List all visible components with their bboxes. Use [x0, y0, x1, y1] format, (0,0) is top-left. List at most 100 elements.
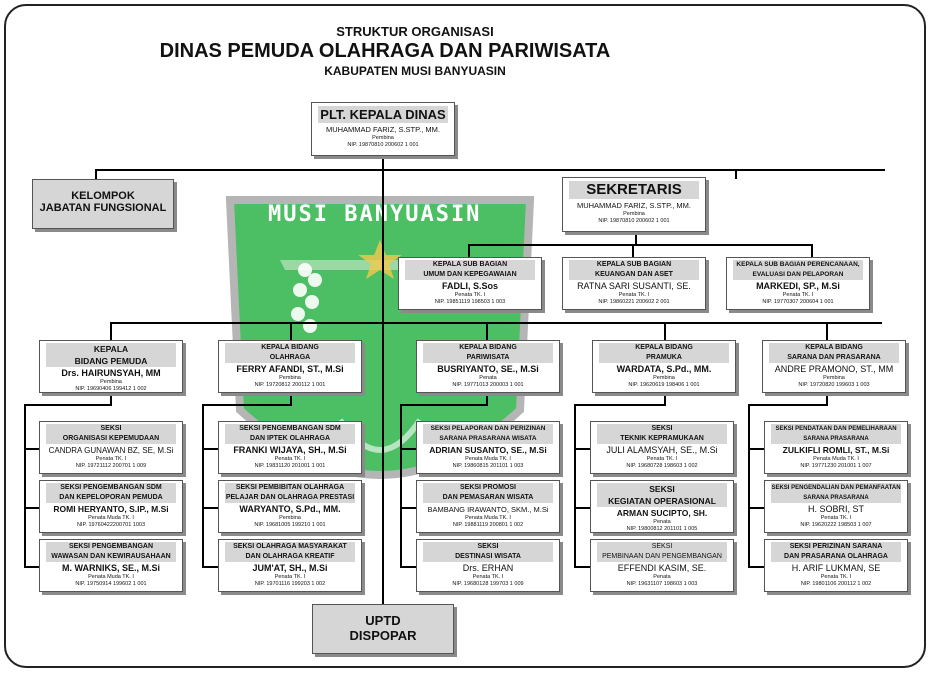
bidang-title: OLAHRAGA	[225, 353, 355, 363]
uptd-line2: DISPOPAR	[349, 628, 417, 643]
seksi-head-grade: Penata TK. I	[820, 515, 852, 521]
seksi-title: SEKSI	[597, 542, 727, 552]
seksi-head-nip: NIP. 19771230 201001 1 007	[800, 463, 872, 469]
seksi-head-name: JULI ALAMSYAH, SE., M.Si	[606, 445, 718, 455]
seksi-head-grade: Penata TK. I	[95, 456, 127, 462]
subbag-nip: NIP. 19860221 200602 2 001	[598, 299, 670, 305]
connector	[574, 448, 590, 450]
connector	[110, 322, 882, 324]
seksi-box: SEKSI PERIZINAN SARANA DAN PRASARANA OLA…	[764, 539, 908, 592]
seksi-box: SEKSI PELAPORAN DAN PERIZINAN SARANA PRA…	[416, 421, 560, 474]
connector	[24, 448, 40, 450]
bidang-head-nip: NIP. 19720820 199603 1 003	[798, 382, 870, 388]
bidang-head-grade: Penata	[479, 375, 497, 381]
watermark-text: MUSI BANYUASIN	[268, 202, 482, 227]
seksi-head-nip: NIP. 19801106 200112 1 002	[800, 581, 872, 587]
connector	[24, 404, 26, 568]
connector	[574, 507, 590, 509]
seksi-head-nip: NIP. 19681005 199210 1 001	[254, 522, 326, 528]
connector	[468, 244, 470, 258]
subbag-nip: NIP. 19770307 200604 1 001	[762, 299, 834, 305]
connector	[400, 448, 416, 450]
seksi-head-grade: Pembina	[279, 515, 301, 521]
bidang-head-nip: NIP. 19720812 200112 1 001	[254, 382, 326, 388]
seksi-head-grade: Penata	[653, 519, 671, 525]
bidang-head-nip: NIP. 19690406 199412 1 002	[75, 386, 147, 392]
seksi-head-grade: Penata TK. I	[472, 574, 504, 580]
seksi-title: DAN IPTEK OLAHRAGA	[225, 434, 355, 444]
seksi-head-name: ROMI HERYANTO, S.IP., M.Si	[53, 504, 169, 514]
subbag-title: KEPALA SUB BAGIAN	[405, 260, 535, 270]
connector	[574, 566, 590, 568]
seksi-title: KEGIATAN OPERASIONAL	[597, 495, 727, 507]
seksi-head-name: ADRIAN SUSANTO, SE., M.Si	[429, 445, 547, 455]
bidang-head-grade: Pembina	[823, 375, 845, 381]
seksi-title: DAN PEMASARAN WISATA	[423, 493, 553, 503]
subbag-name: FADLI, S.Sos	[441, 281, 498, 291]
subbag-grade: Penata TK. I	[618, 292, 650, 298]
connector	[110, 322, 112, 340]
subbag-perencanaan-box: KEPALA SUB BAGIAN PERENCANAAN, EVALUASI …	[726, 257, 870, 310]
bidang-pramuka-box: KEPALA BIDANG PRAMUKA WARDATA, S.Pd., MM…	[592, 340, 736, 393]
sekretaris-nip: NIP. 19870810 200602 1 001	[598, 218, 670, 224]
seksi-box: SEKSI TEKNIK KEPRAMUKAAN JULI ALAMSYAH, …	[590, 421, 734, 474]
connector	[202, 448, 218, 450]
connector	[748, 448, 764, 450]
seksi-head-nip: NIP. 19631107 198603 1 003	[626, 581, 698, 587]
seksi-box: SEKSI PENGEMBANGAN SDM DAN IPTEK OLAHRAG…	[218, 421, 362, 474]
seksi-title: DAN KEPELOPORAN PEMUDA	[46, 493, 176, 503]
sekretaris-grade: Pembina	[623, 211, 645, 217]
seksi-title: SEKSI PENGEMBANGAN SDM	[225, 424, 355, 434]
subbag-title: EVALUASI DAN PELAPORAN	[733, 270, 863, 280]
seksi-head-nip: NIP. 19881119 200801 1 002	[452, 522, 524, 528]
connector	[24, 404, 112, 406]
connector	[664, 322, 666, 340]
seksi-head-grade: Penata Muda TK. I	[88, 515, 134, 521]
bidang-title: SARANA DAN PRASARANA	[769, 353, 899, 363]
seksi-title: WAWASAN DAN KEWIRAUSAHAAN	[46, 552, 176, 562]
seksi-head-name: Drs. ERHAN	[462, 563, 514, 573]
seksi-box: SEKSI KEGIATAN OPERASIONAL ARMAN SUCIPTO…	[590, 480, 734, 533]
seksi-head-nip: NIP. 19721112 200701 1 009	[75, 463, 147, 469]
connector	[811, 244, 813, 258]
connector	[748, 404, 828, 406]
connector	[748, 404, 750, 568]
connector	[400, 507, 416, 509]
connector	[400, 404, 488, 406]
subbag-keuangan-box: KEPALA SUB BAGIAN KEUANGAN DAN ASET RATN…	[562, 257, 706, 310]
bidang-head-grade: Pembina	[279, 375, 301, 381]
subbag-name: MARKEDI, SP., M.Si	[756, 281, 840, 291]
seksi-title: SEKSI PENGEMBANGAN	[46, 542, 176, 552]
kepala-dinas-box: PLT. KEPALA DINAS MUHAMMAD FARIZ, S.STP.…	[311, 102, 455, 156]
connector	[826, 393, 828, 405]
seksi-title: PELAJAR DAN OLAHRAGA PRESTASI	[225, 493, 355, 503]
header-region: KABUPATEN MUSI BANYUASIN	[324, 64, 506, 78]
connector	[382, 155, 384, 610]
seksi-title: SEKSI PERIZINAN SARANA	[771, 542, 901, 552]
connector	[202, 507, 218, 509]
connector	[110, 393, 112, 405]
bidang-pemuda-box: KEPALA BIDANG PEMUDA Drs. HAIRUNSYAH, MM…	[39, 340, 183, 393]
seksi-title: SEKSI PENGENDALIAN DAN PEMANFAATAN	[771, 483, 901, 493]
connector	[400, 404, 402, 568]
connector	[290, 393, 292, 405]
page-title: DINAS PEMUDA OLAHRAGA DAN PARIWISATA	[159, 40, 611, 62]
subbag-grade: Penata TK. I	[454, 292, 486, 298]
bidang-title: KEPALA BIDANG	[423, 343, 553, 353]
seksi-head-name: FRANKI WIJAYA, SH., M.Si	[233, 445, 347, 455]
seksi-head-name: M. WARNIKS, SE., M.Si	[61, 563, 160, 573]
seksi-box: SEKSI DESTINASI WISATA Drs. ERHAN Penata…	[416, 539, 560, 592]
seksi-title: SARANA PRASARANA	[771, 493, 901, 503]
connector	[95, 169, 885, 171]
seksi-title: SEKSI OLAHRAGA MASYARAKAT	[225, 542, 355, 552]
seksi-title: SEKSI PENGEMBANGAN SDM	[46, 483, 176, 493]
bidang-title: KEPALA BIDANG	[769, 343, 899, 353]
sekretaris-box: SEKRETARIS MUHAMMAD FARIZ, S.STP., MM. P…	[562, 177, 706, 232]
seksi-title: DAN OLAHRAGA KREATIF	[225, 552, 355, 562]
seksi-title: SEKSI PELAPORAN DAN PERIZINAN	[423, 424, 553, 434]
seksi-head-name: ZULKIFLI ROMLI, ST., M.Si	[782, 445, 890, 455]
seksi-title: DAN PRASARANA OLAHRAGA	[771, 552, 901, 562]
seksi-title: SEKSI	[423, 542, 553, 552]
connector	[486, 393, 488, 405]
seksi-head-name: H. ARIF LUKMAN, SE	[791, 563, 881, 573]
